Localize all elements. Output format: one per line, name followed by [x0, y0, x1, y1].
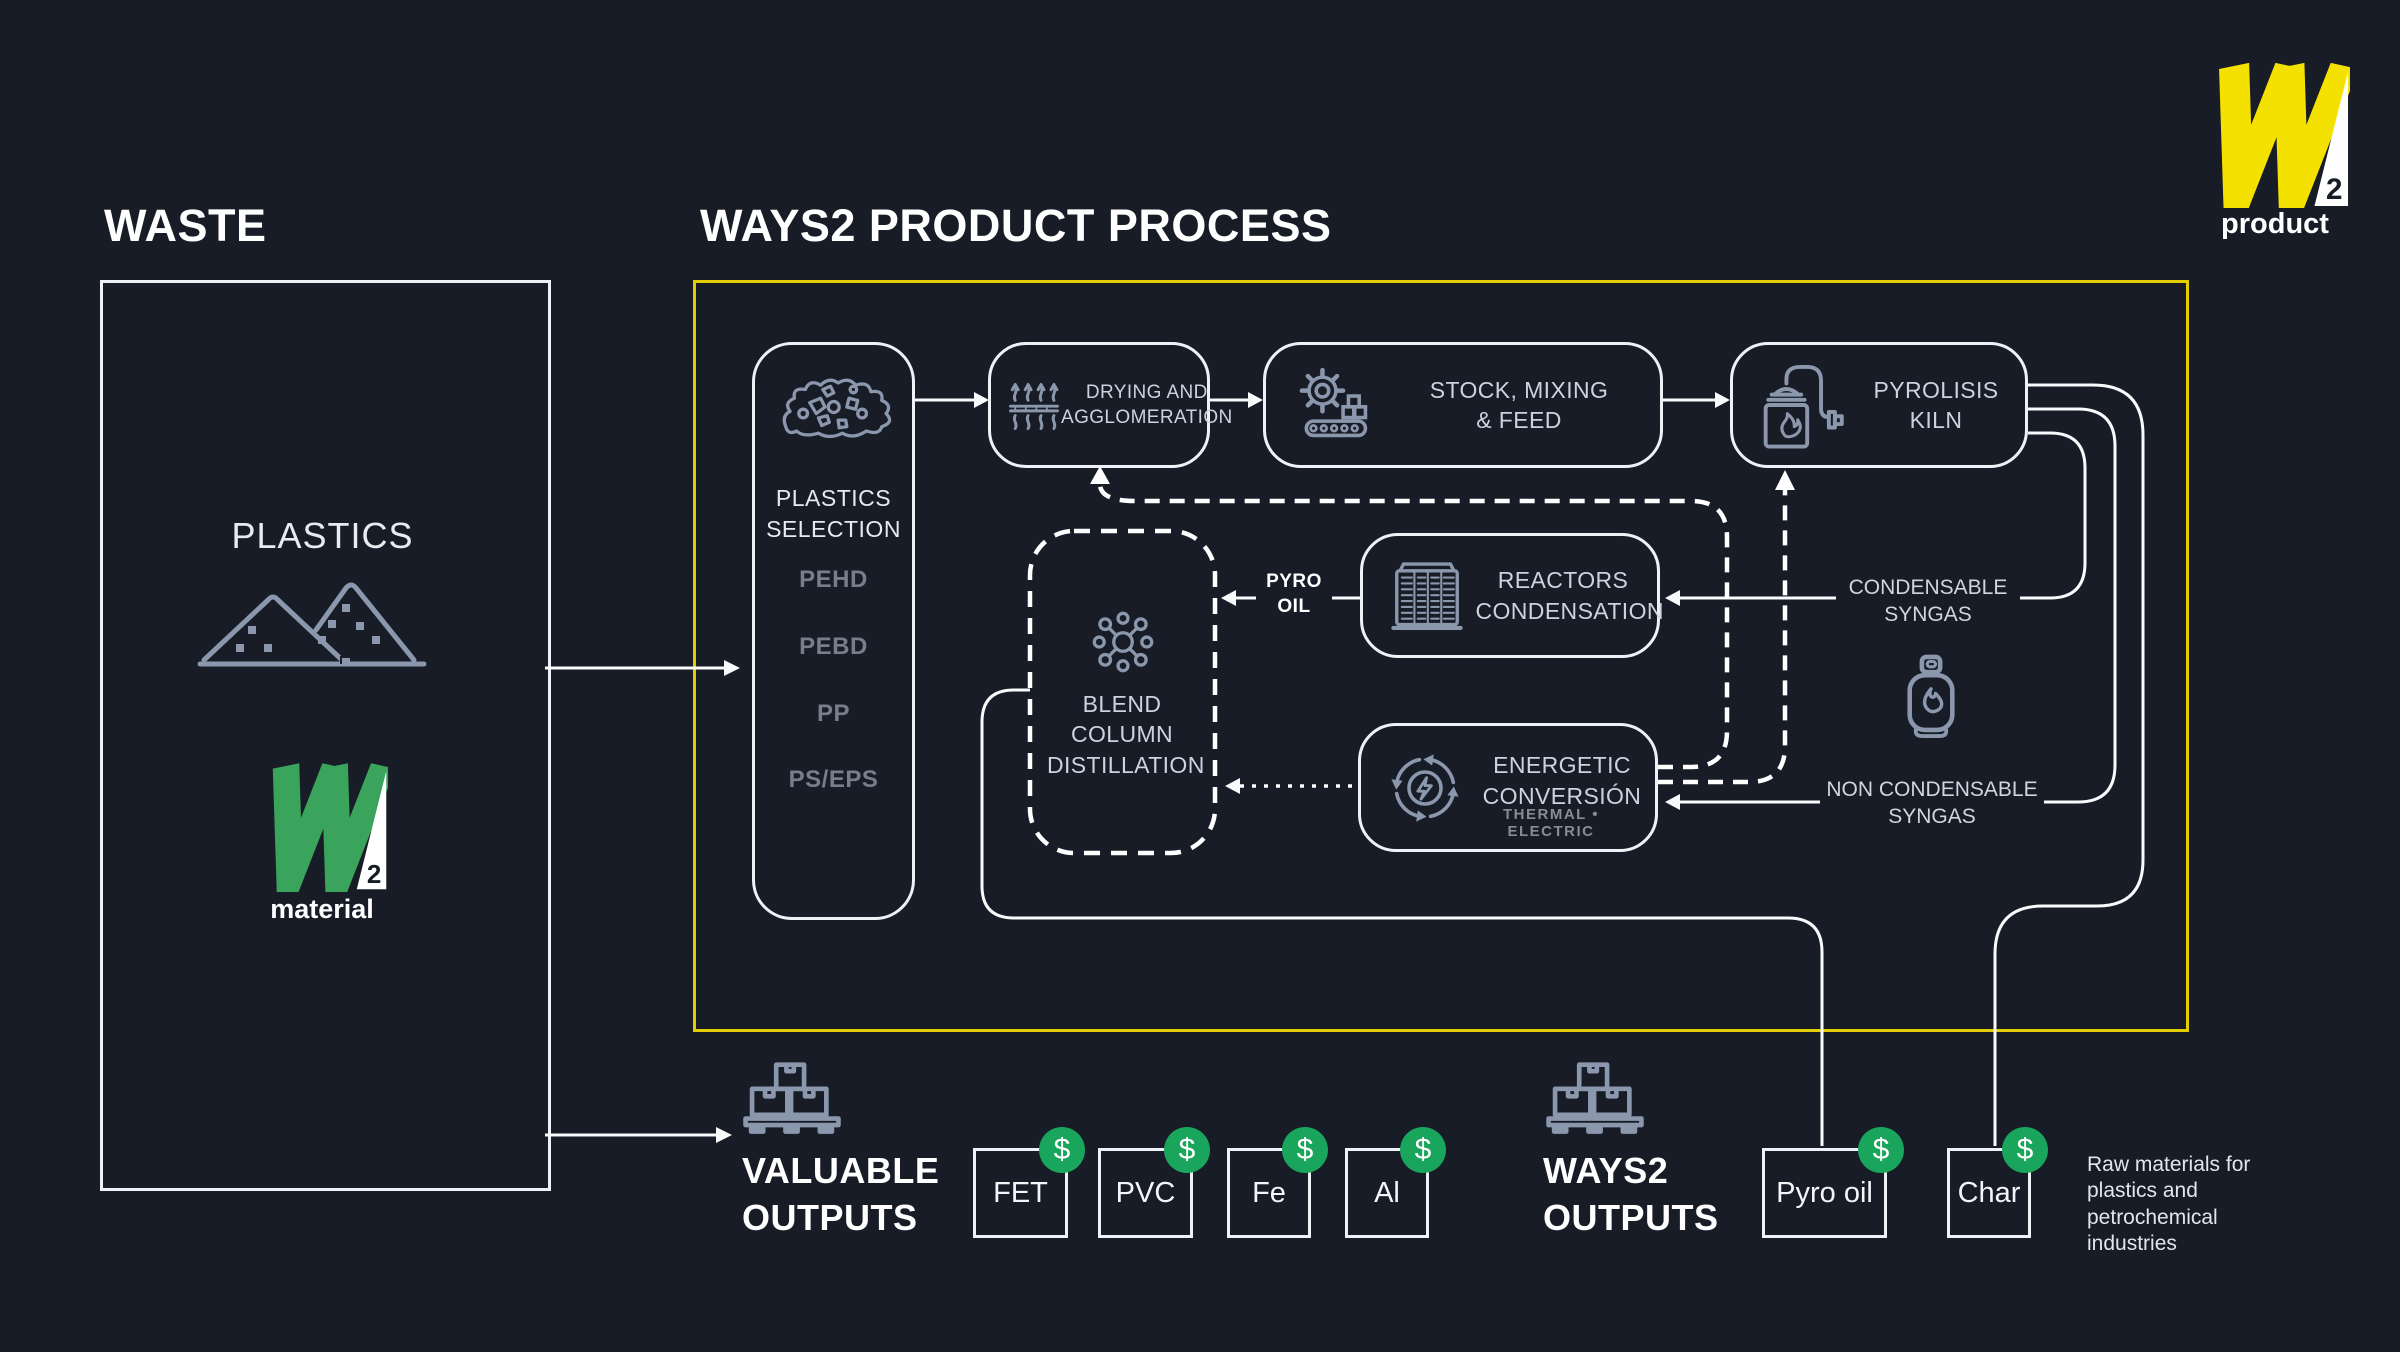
- logo-wedge: [2314, 71, 2349, 207]
- output-label-fet: FET: [993, 1176, 1048, 1209]
- dollar-badge: $: [1858, 1127, 1904, 1173]
- non-condensable-syngas-label: NON CONDENSABLE SYNGAS: [1820, 776, 2044, 831]
- valuable-outputs-title: VALUABLE OUTPUTS: [742, 1150, 940, 1238]
- selection-item-pp: PP: [816, 700, 850, 727]
- process-frame: [693, 280, 2189, 1032]
- valuable-pallet-icon: [740, 1058, 844, 1142]
- kiln-label: PYROLISIS KILN: [1873, 376, 1999, 433]
- line-condensable-syngas: [1678, 431, 2087, 600]
- waste-title: WASTE: [104, 200, 267, 251]
- line-kiln-to-char: [1993, 383, 2145, 1146]
- selection-item-pehd: PEHD: [799, 566, 868, 593]
- energetic-label: ENERGETIC CONVERSIÓN: [1482, 752, 1642, 809]
- blend-dashed-frame: [1027, 528, 1218, 856]
- stock-label: STOCK, MIXING & FEED: [1429, 376, 1609, 433]
- line-blend-to-pyro-oil-box: [980, 688, 1824, 1146]
- pyro-oil-line-label: PYRO OIL: [1256, 570, 1332, 620]
- material-logo-caption: material: [270, 894, 374, 924]
- output-box-pyro-oil: Pyro oil $: [1762, 1127, 1904, 1238]
- selection-title: PLASTICS SELECTION: [766, 485, 901, 543]
- energetic-box: ENERGETIC CONVERSIÓN THERMAL • ELECTRIC: [1358, 723, 1658, 852]
- ways2-outputs-title: WAYS2 OUTPUTS: [1543, 1150, 1719, 1238]
- output-label-pyro-oil: Pyro oil: [1776, 1176, 1873, 1209]
- drying-label: DRYING AND AGGLOMERATION: [1061, 381, 1233, 428]
- output-box-fet: FET $: [973, 1127, 1085, 1238]
- condenser-icon: [1385, 554, 1469, 638]
- kiln-box: PYROLISIS KILN: [1730, 342, 2028, 468]
- energetic-sublabel: THERMAL • ELECTRIC: [1503, 806, 1599, 840]
- dashed-line-energetic-to-drying: [1097, 483, 1730, 770]
- waste-frame: [100, 280, 551, 1191]
- dollar-badge: $: [2002, 1127, 2048, 1173]
- dollar-badge: $: [1400, 1127, 1446, 1173]
- gear-conveyor-icon: [1292, 362, 1378, 448]
- output-label-al: Al: [1374, 1176, 1400, 1209]
- output-box-pvc: PVC $: [1098, 1127, 1210, 1238]
- product-logo-caption: product: [2221, 208, 2329, 240]
- dollar-badge: $: [1282, 1127, 1328, 1173]
- plastic-flakes-icon: [777, 373, 897, 441]
- selection-item-pebd: PEBD: [799, 633, 868, 660]
- logo-sup: 2: [367, 859, 382, 889]
- drying-box: DRYING AND AGGLOMERATION: [988, 342, 1232, 468]
- molecule-icon: [1090, 609, 1156, 675]
- steam-drying-icon: [1007, 373, 1061, 437]
- product-logo: 2 product: [2200, 58, 2350, 241]
- reactors-box: REACTORS CONDENSATION: [1360, 533, 1664, 658]
- material-logo: 2 material: [256, 758, 388, 925]
- dollar-badge: $: [1164, 1127, 1210, 1173]
- output-box-fe: Fe $: [1227, 1127, 1328, 1238]
- output-label-pvc: PVC: [1115, 1176, 1176, 1209]
- output-label-fe: Fe: [1252, 1176, 1286, 1209]
- plastics-selection-box: PLASTICS SELECTION PEHD PEBD PP PS/EPS: [752, 342, 915, 920]
- line-non-condensable-syngas: [1678, 407, 2117, 804]
- arrowheads: [716, 392, 1795, 1143]
- selection-item-pseps: PS/EPS: [788, 766, 879, 793]
- waste-piles-icon: [196, 572, 428, 674]
- dollar-badge: $: [1039, 1127, 1085, 1173]
- dashed-line-energetic-to-kiln: [1658, 486, 1788, 785]
- output-box-al: Al $: [1345, 1127, 1446, 1238]
- condensable-syngas-label: CONDENSABLE SYNGAS: [1836, 574, 2020, 629]
- logo-sup: 2: [2326, 173, 2342, 206]
- output-label-char: Char: [1957, 1176, 2021, 1209]
- ways2-pallet-icon: [1543, 1058, 1647, 1142]
- gas-bottle-icon: [1896, 638, 1966, 758]
- energy-cycle-icon: [1381, 744, 1469, 832]
- pyrolysis-kiln-icon: [1757, 356, 1847, 454]
- raw-materials-note: Raw materials for plastics and petrochem…: [2087, 1153, 2251, 1256]
- blend-label: BLEND COLUMN DISTILLATION: [1047, 691, 1205, 778]
- output-box-char: Char $: [1947, 1127, 2048, 1238]
- stock-box: STOCK, MIXING & FEED: [1263, 342, 1663, 468]
- blend-box: BLEND COLUMN DISTILLATION: [1030, 531, 1215, 853]
- reactors-label: REACTORS CONDENSATION: [1475, 567, 1664, 624]
- plastics-label: PLASTICS: [231, 515, 414, 556]
- process-title: WAYS2 PRODUCT PROCESS: [700, 200, 1332, 251]
